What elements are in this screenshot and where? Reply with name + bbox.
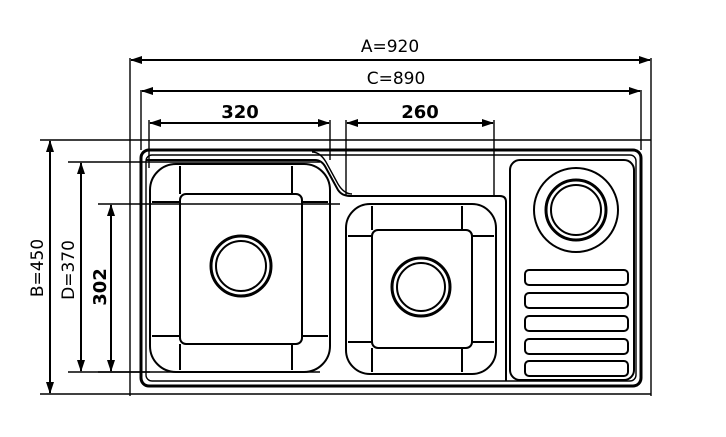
dimension-b: B=450	[28, 140, 54, 394]
drain-groove-2	[524, 292, 629, 309]
left-bowl-width-label: 320	[221, 102, 259, 123]
rim-step-highlight	[311, 151, 353, 195]
dimension-c: C=890	[141, 69, 641, 95]
drain-groove-4	[524, 338, 629, 355]
right-bowl	[345, 203, 497, 375]
right-bowl-floor	[371, 229, 473, 349]
faucet-hole-inner	[550, 184, 602, 236]
dimension-a-label: A=920	[361, 37, 419, 57]
left-bowl-outer	[149, 163, 331, 373]
faucet-hole-ring	[544, 178, 608, 242]
sink-body	[139, 148, 643, 388]
drainboard	[509, 159, 635, 381]
dimension-c-label: C=890	[367, 69, 426, 89]
dimension-d: D=370	[59, 162, 85, 372]
left-bowl	[149, 163, 331, 373]
dimension-a: A=920	[130, 37, 651, 64]
right-drain-inner	[396, 262, 446, 312]
left-drain-inner	[215, 240, 267, 292]
rim-step-line	[146, 159, 507, 381]
left-bowl-floor	[179, 193, 303, 345]
sink-inner-rim	[145, 154, 637, 382]
dimension-d-label: D=370	[59, 240, 79, 300]
right-drain-outer	[390, 256, 452, 318]
drain-groove-1	[524, 269, 629, 286]
right-bowl-outer	[345, 203, 497, 375]
dimension-right-bowl: 260	[346, 102, 494, 127]
dimension-inner-depth: 302	[90, 204, 115, 372]
right-bowl-width-label: 260	[401, 102, 439, 123]
sink-outer-rim	[139, 148, 643, 388]
inner-depth-label: 302	[90, 268, 111, 306]
drain-groove-5	[524, 360, 629, 377]
drainboard-outline	[509, 159, 635, 381]
faucet-hole-outer	[533, 167, 619, 253]
dimension-left-bowl: 320	[149, 102, 330, 127]
left-drain-outer	[209, 234, 273, 298]
dimension-b-label: B=450	[28, 239, 48, 297]
drain-groove-3	[524, 315, 629, 332]
